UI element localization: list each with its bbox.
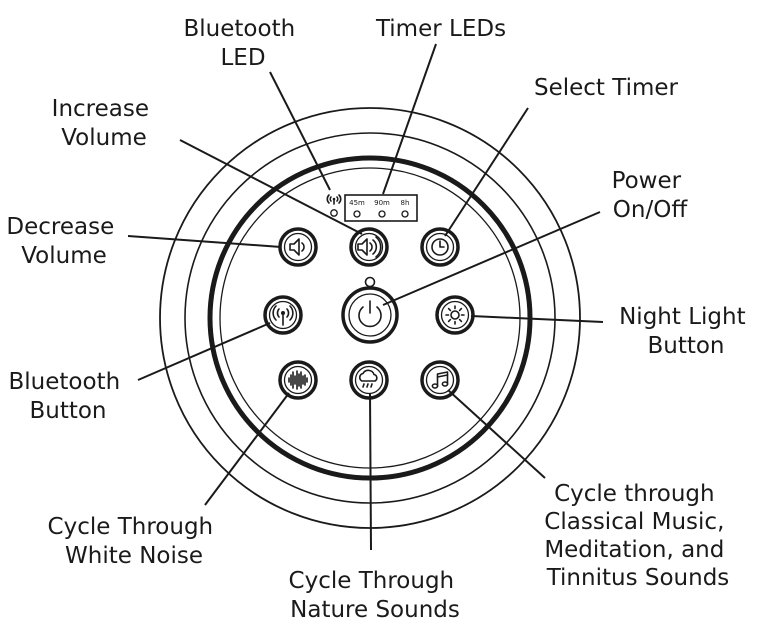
speaker-high-icon: [357, 236, 382, 258]
music-note-icon: [431, 371, 449, 389]
callout-lines: [127, 43, 604, 551]
bluetooth-led-leader: [269, 71, 331, 191]
rain-cloud-icon: [359, 369, 378, 388]
label-classical-music: Cycle through Classical Music, Meditatio…: [544, 481, 731, 591]
sun-icon: [445, 305, 465, 325]
bluetooth-led: [326, 194, 342, 217]
increase-volume-leader: [179, 139, 363, 235]
classical-music-leader: [447, 389, 546, 479]
increase-volume-button[interactable]: [349, 227, 389, 267]
label-nature-sounds: Cycle Through Nature Sounds: [289, 568, 462, 623]
label-decrease-volume: Decrease Volume: [6, 214, 121, 269]
nature-sounds-leader: [369, 392, 372, 551]
label-select-timer: Select Timer: [534, 75, 679, 101]
timer-option-90m: 90m: [374, 199, 390, 207]
bluetooth-led-light: [330, 209, 338, 217]
waveform-icon: [288, 370, 308, 390]
timer-option-45m: 45m: [349, 199, 365, 207]
label-white-noise: Cycle Through White Noise: [48, 514, 221, 569]
nature-sounds-button[interactable]: [349, 360, 389, 400]
timer-leds-leader: [382, 43, 437, 195]
timer-led-8h: [401, 210, 409, 218]
power-led: [364, 276, 376, 288]
power-icon: [358, 300, 382, 328]
power-leader: [382, 211, 601, 306]
bluetooth-button-leader: [137, 322, 271, 381]
select-timer-button[interactable]: [420, 227, 460, 267]
white-noise-leader: [204, 392, 290, 506]
clock-icon: [431, 238, 449, 256]
bluetooth-button[interactable]: [263, 295, 303, 335]
label-night-light: Night Light Button: [619, 304, 753, 359]
white-noise-button[interactable]: [278, 360, 318, 400]
label-increase-volume: Increase Volume: [52, 96, 157, 151]
label-bluetooth-led: Bluetooth LED: [184, 16, 303, 71]
label-timer-leds: Timer LEDs: [375, 16, 506, 42]
label-bluetooth-button: Bluetooth Button: [9, 369, 128, 424]
timer-leds-panel: 45m 90m 8h: [344, 194, 418, 222]
timer-led-45m: [353, 210, 361, 218]
classical-music-button[interactable]: [420, 360, 460, 400]
timer-led-90m: [378, 210, 386, 218]
select-timer-leader: [444, 107, 529, 237]
timer-option-8h: 8h: [401, 199, 410, 207]
callout-labels: Bluetooth LED Timer LEDs Increase Volume…: [6, 16, 753, 623]
wireless-signal-icon: [326, 194, 342, 205]
label-power: Power On/Off: [612, 168, 689, 223]
night-light-leader: [470, 315, 604, 323]
decrease-volume-button[interactable]: [278, 227, 318, 267]
broadcast-icon: [272, 305, 294, 326]
speaker-low-icon: [289, 238, 305, 256]
night-light-button[interactable]: [435, 295, 475, 335]
decrease-volume-leader: [127, 235, 282, 248]
power-button[interactable]: [341, 276, 399, 344]
